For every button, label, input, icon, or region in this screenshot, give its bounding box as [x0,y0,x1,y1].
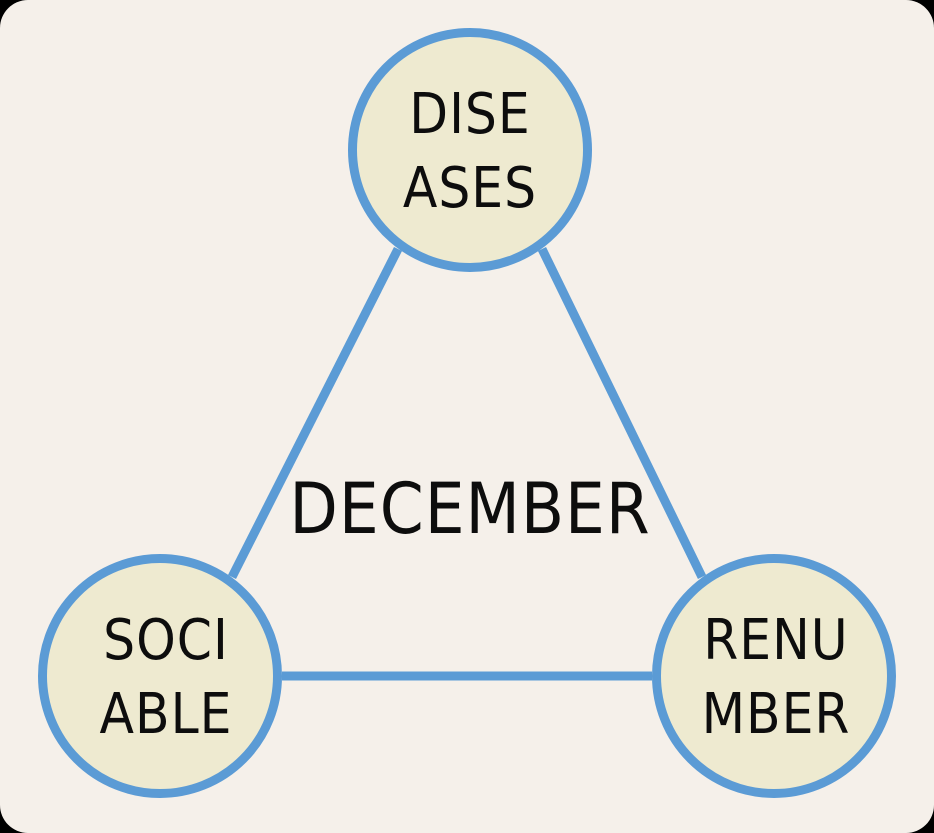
node-diseases-label-line2: ASES [403,156,537,221]
node-renumber[interactable]: RENU MBER [652,554,896,798]
node-diseases-label-line1: DISE [409,82,530,147]
node-sociable-circle[interactable] [38,554,282,798]
node-renumber-label-line1: RENU [703,608,848,673]
node-sociable-label-line1: SOCI [103,608,229,673]
node-renumber-label-line2: MBER [702,682,851,747]
node-renumber-circle[interactable] [652,554,896,798]
center-label: DECEMBER [289,468,650,550]
node-diseases-circle[interactable] [348,28,592,272]
node-sociable[interactable]: SOCI ABLE [38,554,282,798]
node-diseases[interactable]: DISE ASES [348,28,592,272]
edge-diseases-sociable [227,246,403,580]
node-sociable-label-line2: ABLE [100,682,233,747]
edge-diseases-renumber [537,247,707,579]
edges-group [227,246,707,681]
